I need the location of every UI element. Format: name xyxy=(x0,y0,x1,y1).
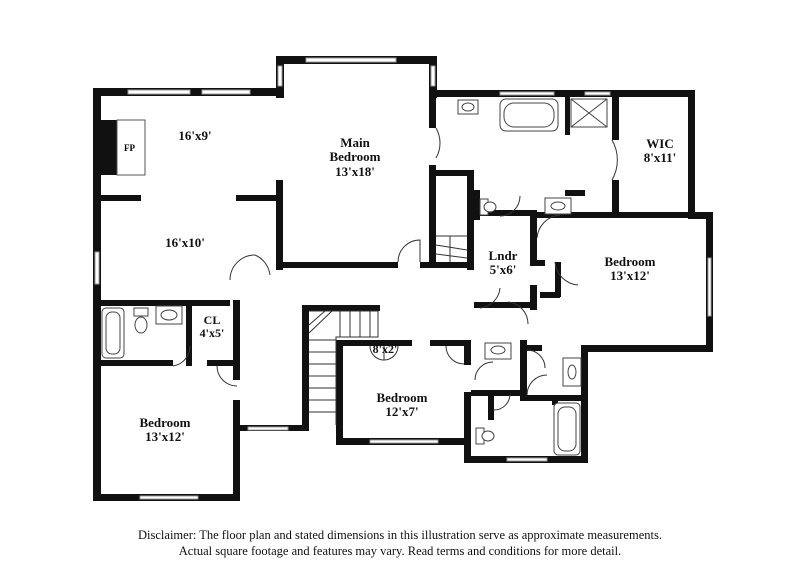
wic-name: WIC xyxy=(646,136,674,151)
living-room-label: 16'x10' xyxy=(150,235,220,250)
closet-small-label: 8'x2' xyxy=(363,342,407,356)
living-room-dims: 16'x10' xyxy=(165,235,205,250)
bedroom-center-label: Bedroom 12'x7' xyxy=(362,390,442,420)
bedroom-west-label: Bedroom 13'x12' xyxy=(125,415,205,445)
wic-dims: 8'x11' xyxy=(643,150,677,166)
laundry-name: Lndr xyxy=(488,248,518,263)
main-bedroom-name-1: Main xyxy=(340,135,370,150)
disclaimer-line-1: Disclaimer: The floor plan and stated di… xyxy=(138,528,662,542)
disclaimer: Disclaimer: The floor plan and stated di… xyxy=(0,527,800,559)
wic-label: WIC 8'x11' xyxy=(630,136,690,166)
disclaimer-line-2: Actual square footage and features may v… xyxy=(178,544,622,558)
bedroom-west-name: Bedroom xyxy=(139,415,191,430)
bathroom-fixtures xyxy=(101,98,608,456)
bedroom-east-label: Bedroom 13'x12' xyxy=(590,254,670,284)
bedroom-east-name: Bedroom xyxy=(604,254,656,269)
main-bedroom-dims: 13'x18' xyxy=(335,163,375,179)
windows xyxy=(94,57,712,500)
bedroom-center-name: Bedroom xyxy=(376,390,428,405)
bedroom-west-dims: 13'x12' xyxy=(145,429,185,445)
main-bedroom-label: Main Bedroom 13'x18' xyxy=(310,135,400,179)
closet-dims: 4'x5' xyxy=(199,326,225,341)
closet-label: CL 4'x5' xyxy=(192,313,232,341)
door-swings xyxy=(172,127,618,411)
family-room-dims: 16'x9' xyxy=(178,128,212,143)
interior-walls xyxy=(93,90,688,420)
closet-name: CL xyxy=(203,313,221,327)
main-bedroom-name-2: Bedroom xyxy=(329,149,381,165)
family-room-label: 16'x9' xyxy=(160,128,230,143)
stairs xyxy=(308,235,468,425)
bedroom-center-dims: 12'x7' xyxy=(385,404,419,420)
fireplace-label: FP xyxy=(124,143,135,153)
fireplace xyxy=(101,119,146,176)
closet-small-dims: 8'x2' xyxy=(372,342,398,356)
laundry-label: Lndr 5'x6' xyxy=(478,248,528,278)
laundry-dims: 5'x6' xyxy=(489,262,517,278)
bedroom-east-dims: 13'x12' xyxy=(610,268,650,284)
